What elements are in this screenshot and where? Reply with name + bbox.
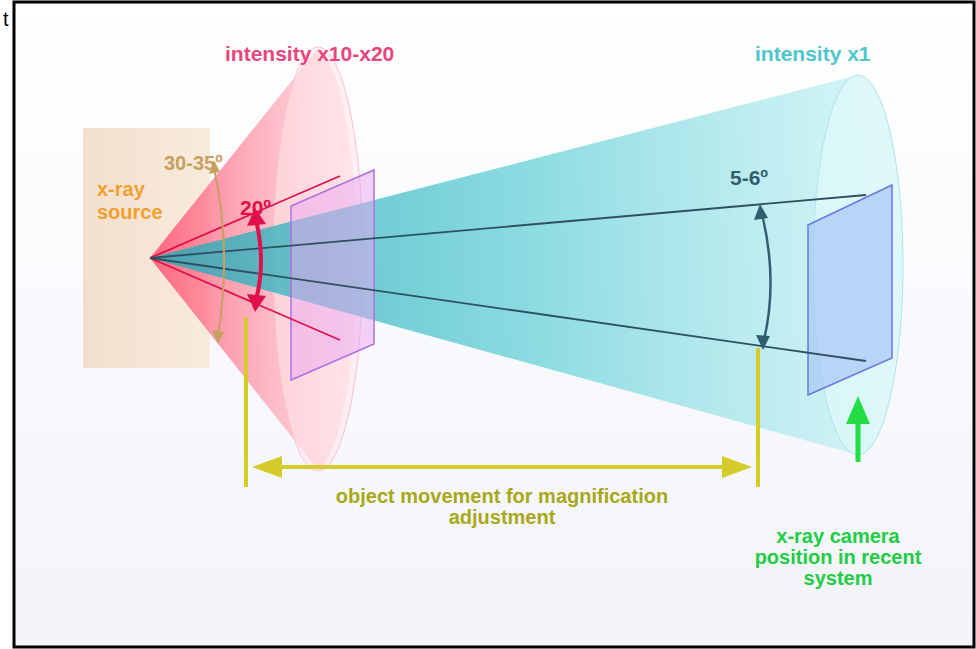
angle-label: 20º	[240, 196, 271, 220]
angle-label: 5-6º	[730, 166, 768, 190]
frame	[14, 2, 974, 647]
bracket-label: object movement for magnification adjust…	[327, 486, 677, 528]
clipped-text: t	[3, 8, 9, 31]
camera-plane	[808, 185, 892, 395]
intensity-label: intensity x1	[755, 42, 871, 66]
narrow-cone	[150, 75, 903, 455]
camera-note: x-ray camera position in recent system	[743, 526, 933, 589]
angle-label: 30-35º	[164, 152, 222, 175]
intensity-label: intensity x10-x20	[225, 42, 394, 66]
source-label: x-ray source	[97, 178, 177, 224]
object-plane	[291, 170, 374, 380]
